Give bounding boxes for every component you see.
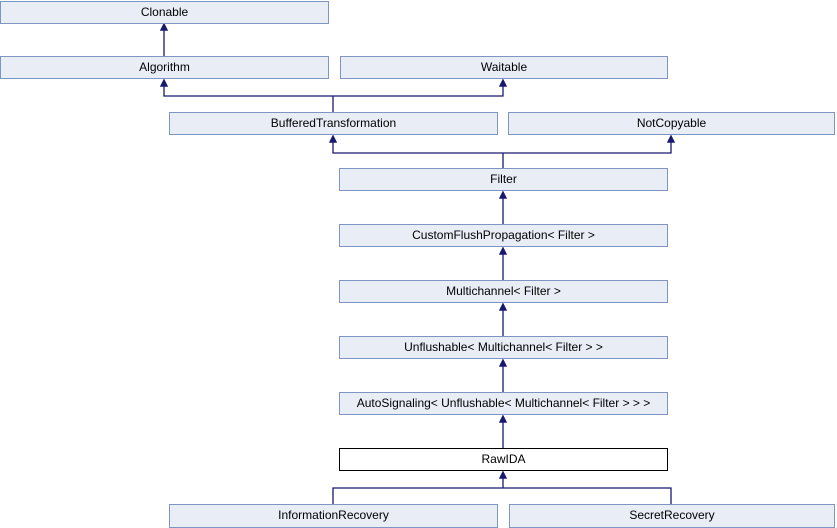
class-node-not-copyable[interactable]: NotCopyable: [508, 112, 835, 135]
class-node-information-recovery[interactable]: InformationRecovery: [169, 504, 498, 528]
class-node-secret-recovery[interactable]: SecretRecovery: [509, 504, 835, 528]
class-node-auto-signaling[interactable]: AutoSignaling< Unflushable< Multichannel…: [339, 392, 668, 415]
class-node-unflushable[interactable]: Unflushable< Multichannel< Filter > >: [339, 336, 668, 359]
edge-rawida-autosignaling: [498, 414, 508, 448]
class-node-multichannel[interactable]: Multichannel< Filter >: [339, 280, 668, 303]
class-node-algorithm[interactable]: Algorithm: [0, 56, 329, 79]
class-node-waitable[interactable]: Waitable: [340, 56, 668, 79]
edge-multichannel-customflushpropagation: [498, 246, 508, 280]
class-node-buffered-transformation[interactable]: BufferedTransformation: [169, 112, 498, 135]
edge-filter-parents: [328, 134, 676, 168]
edge-bufferedtransformation-parents: [159, 78, 508, 112]
edge-algorithm-clonable: [159, 22, 169, 56]
class-node-filter[interactable]: Filter: [339, 168, 668, 191]
class-node-rawida-current: RawIDA: [339, 448, 668, 471]
edge-autosignaling-unflushable: [498, 358, 508, 392]
edge-customflushpropagation-filter: [498, 190, 508, 224]
class-node-custom-flush-propagation[interactable]: CustomFlushPropagation< Filter >: [339, 224, 668, 247]
edge-children-rawida: [332, 470, 672, 504]
edge-unflushable-multichannel: [498, 302, 508, 336]
class-node-clonable[interactable]: Clonable: [0, 1, 329, 24]
